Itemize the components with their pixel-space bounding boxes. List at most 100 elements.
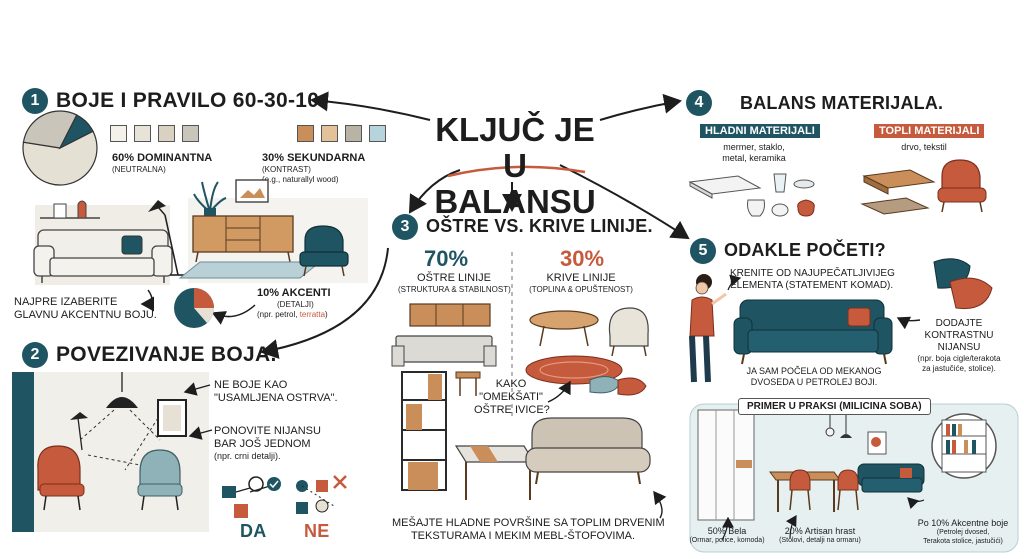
secondary-swatch-3	[345, 125, 362, 142]
practice-item3-sub1: (Petrolej dvosed,	[936, 529, 990, 536]
no-label: NE	[304, 521, 330, 541]
sharp-sub: (STRUKTURA & STABILNOST)	[398, 285, 511, 294]
cold-line2: metal, keramika	[722, 153, 786, 163]
note2-line1: PONOVITE NIJANSU	[214, 425, 321, 437]
curved-label: KRIVE LINIJE	[546, 272, 616, 284]
arrow-to-section5	[559, 164, 690, 240]
note2-block: PONOVITE NIJANSU BAR JOŠ JEDNOM (npr. cr…	[214, 425, 321, 461]
arrow-to-section4	[599, 93, 682, 121]
tip-line2: GLAVNU AKCENTNU BOJU.	[14, 309, 157, 321]
dominant-label: 60% DOMINANTNA	[112, 152, 213, 164]
practice-item2-title: 20% Artisan hrast	[784, 526, 856, 536]
practice-title: PRIMER U PRAKSI (MILICINA SOBA)	[747, 401, 922, 412]
secondary-sub2: (e.g., naturallyl wood)	[262, 175, 339, 184]
neutral-swatch-3	[158, 125, 175, 142]
section3-bottom-text: MEŠAJTE HLADNE POVRŠINE SA TOPLIM DRVENI…	[392, 517, 665, 543]
center-title-line2: BALANSU	[434, 183, 596, 220]
question-line3: OŠTRE IVICE?	[474, 404, 550, 416]
practice-item2-sub: (Stolovi, detalji na ormaru)	[779, 537, 861, 544]
caption-line1: JA SAM POČELA OD MEKANOG	[746, 366, 882, 376]
accent-sub2-post: )	[325, 310, 328, 319]
arrow-to-section1	[310, 91, 431, 121]
petrol-sofa-illustration	[733, 299, 893, 365]
pie-slice-secondary	[22, 110, 78, 149]
dominant-block: 60% DOMINANTNA (NEUTRALNA)	[112, 152, 212, 175]
add-block: DODAJTE KONTRASTNU NIJANSU (npr. boja ci…	[900, 318, 1018, 374]
white-sofa-illustration	[33, 229, 173, 283]
caption-block: JA SAM POČELA OD MEKANOG DVOSEDA U PETRO…	[744, 366, 884, 388]
accent-sub2-red: terratta	[299, 310, 326, 319]
secondary-swatch-4	[369, 125, 386, 142]
secondary-swatch-1	[297, 125, 314, 142]
cold-tag: HLADNI MATERIJALI	[700, 124, 820, 138]
practice-item3-title: Po 10% Akcentne boje	[917, 518, 1009, 528]
practice-item1-sub: (Ormar, police, komoda)	[689, 537, 765, 544]
wooden-sideboard-illustration	[192, 215, 294, 263]
practice-item3: Po 10% Akcentne boje (Petrolej dvosed, T…	[906, 518, 1020, 546]
petrol-armchair-illustration	[299, 225, 349, 277]
accent-block: 10% AKCENTI (DETALJI) (npr. petrol, terr…	[257, 287, 331, 320]
start-block: KRENITE OD NAJUPEČATLJIVIJEG ELEMENTA (S…	[730, 268, 895, 292]
sharp-pct: 70%	[424, 246, 469, 271]
accent-sub2: (npr. petrol, terratta)	[257, 310, 331, 320]
neutral-swatch-1	[110, 125, 127, 142]
pie-slice-accent	[58, 114, 94, 150]
woman-figure	[689, 274, 727, 383]
note2-line2: BAR JOŠ JEDNOM	[214, 438, 311, 450]
add-line3: NIJANSU	[937, 342, 981, 353]
pie-60-30-10	[22, 110, 98, 186]
neutral-swatch-4	[182, 125, 199, 142]
section2-title: POVEZIVANJE BOJA.	[56, 343, 277, 366]
bottom-line1: MEŠAJTE HLADNE POVRŠINE SA TOPLIM DRVENI…	[392, 517, 665, 529]
section5-number: 5	[690, 238, 716, 264]
question-line2: "OMEKŠATI"	[479, 391, 543, 403]
section3-title: OŠTRE VS. KRIVE LINIJE.	[426, 216, 653, 236]
add-line2: KONTRASTNU	[924, 330, 994, 341]
practice-item1-title: 50% Bela	[707, 526, 747, 536]
add-line1: DODAJTE	[935, 318, 983, 329]
practice-item3-sub2: Terakota stolice, jastučići)	[923, 538, 1003, 545]
curved-block: KRIVE LINIJE (TOPLINA & OPUŠTENOST)	[522, 272, 640, 295]
section1-title: BOJE I PRAVILO 60-30-10.	[56, 89, 326, 112]
add-line5: za jastučiće, stolice).	[922, 364, 996, 373]
arrow-to-section3-left	[408, 169, 461, 214]
curved-sub: (TOPLINA & OPUŠTENOST)	[529, 285, 633, 294]
center-underline	[447, 165, 586, 178]
warm-line1: drvo, tekstil	[901, 142, 947, 152]
note1-line1: NE BOJE KAO	[214, 379, 288, 391]
neutral-swatch-2	[134, 125, 151, 142]
sharp-block: OŠTRE LINIJE (STRUKTURA & STABILNOST)	[398, 272, 511, 295]
secondary-sub1: (KONTRAST)	[262, 165, 311, 174]
yes-label: DA	[240, 521, 267, 541]
secondary-swatch-2	[321, 125, 338, 142]
add-line4: (npr. boja cigle/terakota	[917, 354, 1001, 363]
question-line1: KAKO	[495, 378, 527, 390]
accent-sub2-pre: (npr. petrol,	[257, 310, 300, 319]
cold-line1: mermer, staklo,	[723, 142, 785, 152]
start-line2: ELEMENTA (STATEMENT KOMAD).	[730, 280, 894, 291]
sharp-label: OŠTRE LINIJE	[417, 272, 491, 284]
warm-block: drvo, tekstil	[888, 142, 960, 153]
note1-block: NE BOJE KAO "USAMLJENA OSTRVA".	[214, 379, 338, 405]
pie-slice-dominant	[22, 130, 98, 186]
section4-title: BALANS MATERIJALA.	[740, 93, 944, 113]
yes-diagram	[222, 476, 281, 518]
center-title: KLJUČ JE U BALANSU	[430, 112, 600, 220]
section3-number: 3	[392, 214, 418, 240]
center-title-line1: KLJUČ JE U	[435, 111, 595, 184]
tip-block: NAJPRE IZABERITE GLAVNU AKCENTNU BOJU.	[14, 296, 157, 322]
secondary-label: 30% SEKUNDARNA	[262, 152, 366, 164]
section1-number: 1	[22, 88, 48, 114]
start-line1: KRENITE OD NAJUPEČATLJIVIJEG	[730, 268, 895, 279]
question-block: KAKO "OMEKŠATI" OŠTRE IVICE?	[474, 378, 550, 417]
section2-number: 2	[22, 342, 48, 368]
note2-line3: (npr. crni detalji).	[214, 451, 281, 461]
warm-tag: TOPLI MATERIJALI	[874, 124, 985, 138]
